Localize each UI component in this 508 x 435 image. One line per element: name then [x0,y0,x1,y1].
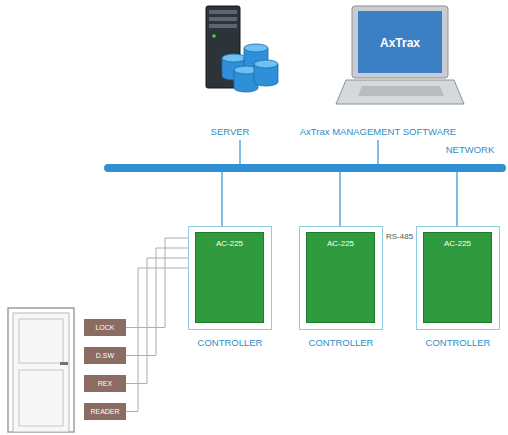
bus-label: RS-485 [386,232,413,241]
model-name: AC-225 [327,239,354,248]
io-device: D.SW [84,347,126,364]
node-label: AxTrax MANAGEMENT SOFTWARE [300,126,456,137]
network-wiring [222,140,457,226]
laptop-icon [336,6,464,104]
io-device: REX [84,375,126,392]
server-icon [206,6,278,92]
controller-board: AC-225 [306,232,375,323]
controller-caption: CONTROLLER [198,337,263,348]
device-name: LOCK [95,324,114,331]
device-name: READER [90,408,119,415]
node-label: SERVER [211,126,250,137]
wire-connector [126,258,188,384]
controller-box: CONTROLLERAC-225 [299,226,383,330]
io-device: READER [84,403,126,420]
controller-box: CONTROLLERAC-225 [416,226,500,330]
wire-connector [126,238,188,328]
door-illustration [8,308,74,432]
network-label: NETWORK [446,144,495,155]
controller-board: AC-225 [423,232,492,323]
controller-caption: CONTROLLER [426,337,491,348]
wire-connector [126,268,188,412]
device-name: D.SW [96,352,114,359]
controller-box: CONTROLLERAC-225 [188,226,272,330]
wire-connector [126,248,188,356]
model-name: AC-225 [444,239,471,248]
network-bar [104,164,506,172]
device-name: REX [98,380,112,387]
controller-caption: CONTROLLER [309,337,374,348]
controller-board: AC-225 [195,232,264,323]
io-device: LOCK [84,319,126,336]
screen-text: AxTrax [380,36,420,50]
model-name: AC-225 [216,239,243,248]
